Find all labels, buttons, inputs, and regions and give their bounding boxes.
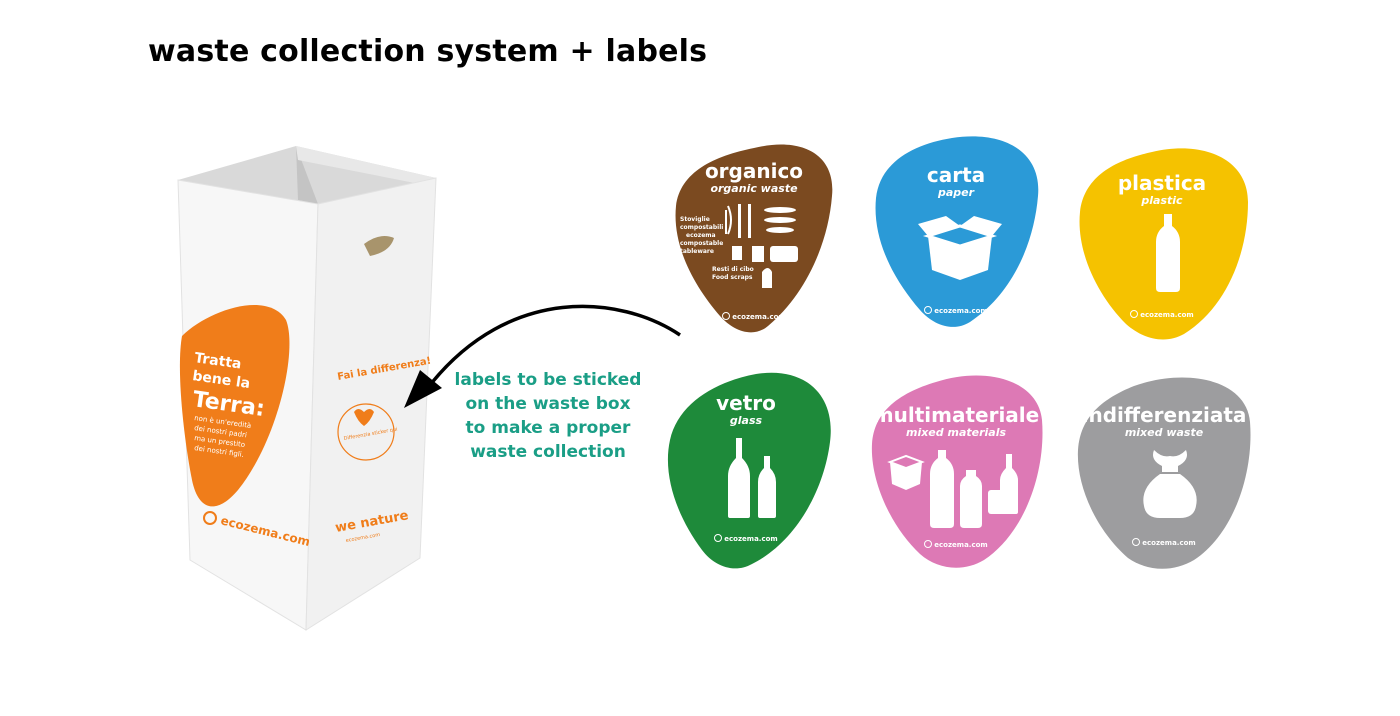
handle-hole bbox=[364, 236, 394, 256]
label-title: carta bbox=[926, 163, 986, 187]
label-shape bbox=[1077, 377, 1251, 569]
label-shape bbox=[875, 136, 1039, 327]
brand-logo-icon bbox=[1132, 538, 1141, 546]
detail-4: compostable bbox=[680, 240, 724, 247]
arrow-curve bbox=[428, 304, 681, 387]
label-brand: ecozema.com bbox=[866, 540, 1046, 549]
label-title: plastica bbox=[1117, 171, 1207, 195]
label-organico: organico organic waste Stoviglie compost… bbox=[664, 136, 844, 336]
label-brand-text: ecozema.com bbox=[1142, 539, 1196, 547]
label-brand-text: ecozema.com bbox=[934, 307, 988, 315]
caption-line4: waste collection bbox=[470, 442, 626, 462]
label-carta: carta paper ecozema.com bbox=[866, 130, 1046, 330]
label-indifferenziata: indifferenziata mixed waste ecozema.com bbox=[1074, 372, 1254, 572]
mixed-items-icon bbox=[887, 450, 1018, 528]
label-brand: ecozema.com bbox=[656, 534, 836, 543]
label-title: multimateriale bbox=[872, 403, 1040, 427]
label-subtitle: organic waste bbox=[710, 182, 798, 195]
detail-7: Food scraps bbox=[712, 274, 753, 281]
label-brand-text: ecozema.com bbox=[732, 313, 786, 321]
label-multimateriale: multimateriale mixed materials ecozema.c… bbox=[866, 370, 1046, 570]
label-subtitle: plastic bbox=[1141, 194, 1183, 207]
side-brand-small: ecozema.com bbox=[345, 532, 380, 544]
front-brand-logo-icon bbox=[203, 511, 217, 525]
side-sticker-circle bbox=[337, 403, 395, 461]
label-brand: ecozema.com bbox=[866, 306, 1046, 315]
label-subtitle: mixed materials bbox=[905, 426, 1007, 439]
trash-bag-icon bbox=[1143, 450, 1197, 518]
label-subtitle: mixed waste bbox=[1124, 426, 1204, 439]
cardboard-box-icon bbox=[918, 216, 1002, 280]
arrow-to-box bbox=[404, 304, 681, 408]
blob-line1: Tratta bbox=[193, 350, 242, 372]
caption-line1: labels to be sticked bbox=[454, 370, 642, 390]
detail-3: ecozema bbox=[686, 232, 716, 239]
label-brand: ecozema.com bbox=[1072, 310, 1252, 319]
detail-2: compostabili bbox=[680, 224, 724, 231]
label-subtitle: paper bbox=[937, 186, 975, 199]
label-title: organico bbox=[704, 159, 804, 183]
label-vetro: vetro glass ecozema.com bbox=[656, 370, 836, 570]
label-brand: ecozema.com bbox=[664, 312, 844, 321]
label-title: indifferenziata bbox=[1081, 403, 1247, 427]
detail-6: Resti di cibo bbox=[712, 266, 754, 273]
label-shape bbox=[871, 375, 1043, 568]
label-brand: ecozema.com bbox=[1074, 538, 1254, 547]
label-brand-text: ecozema.com bbox=[934, 541, 988, 549]
tableware-icon bbox=[725, 204, 798, 288]
label-plastica: plastica plastic ecozema.com bbox=[1072, 142, 1252, 342]
waste-box-illustration: Tratta bene la Terra: non è un'eredità d… bbox=[168, 140, 448, 640]
waste-box-svg: Tratta bene la Terra: non è un'eredità d… bbox=[177, 146, 437, 631]
caption-line2: on the waste box bbox=[465, 394, 631, 414]
page-title: waste collection system + labels bbox=[148, 34, 708, 69]
brand-logo-icon bbox=[924, 306, 933, 314]
label-title: vetro bbox=[716, 391, 776, 415]
label-subtitle: glass bbox=[729, 414, 763, 427]
front-orange-blob bbox=[179, 304, 290, 507]
brand-logo-icon bbox=[1130, 310, 1139, 318]
glass-bottles-icon bbox=[728, 438, 776, 518]
heart-icon bbox=[354, 409, 374, 426]
label-brand-text: ecozema.com bbox=[1140, 311, 1194, 319]
label-brand-text: ecozema.com bbox=[724, 535, 778, 543]
caption: labels to be sticked on the waste box to… bbox=[448, 368, 648, 464]
brand-logo-icon bbox=[714, 534, 723, 542]
caption-line3: to make a proper bbox=[465, 418, 631, 438]
plastic-bottle-icon bbox=[1156, 214, 1180, 292]
label-shape bbox=[675, 144, 833, 333]
brand-logo-icon bbox=[722, 312, 731, 320]
detail-5: tableware bbox=[680, 248, 714, 255]
brand-logo-icon bbox=[924, 540, 933, 548]
arrow-head-icon bbox=[404, 370, 442, 408]
detail-1: Stoviglie bbox=[680, 216, 710, 223]
